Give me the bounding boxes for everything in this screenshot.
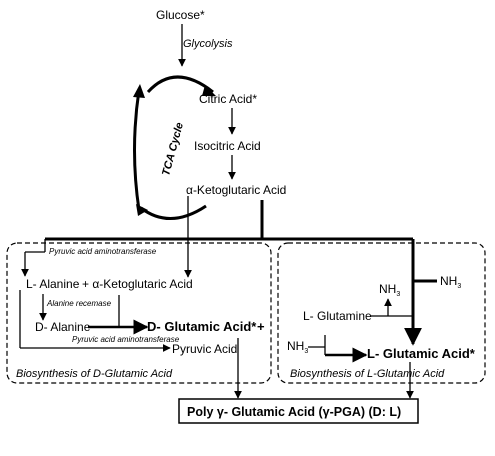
d-glutamic-box: [6, 242, 272, 384]
citric-acid-label: Citric Acid*: [199, 92, 257, 106]
nh3-right-label: NH3: [440, 274, 461, 290]
glucose-label: Glucose*: [156, 8, 205, 22]
d-glutamic-acid-label: D- Glutamic Acid*: [147, 319, 257, 334]
l-glutamine-label: L- Glutamine: [303, 309, 372, 323]
product-box: [178, 398, 419, 424]
glycolysis-label: Glycolysis: [183, 38, 233, 50]
akg-label: α-Ketoglutaric Acid: [186, 183, 286, 197]
l-glutamic-box: [277, 242, 486, 384]
plus-sign: +: [257, 319, 265, 334]
tca-left-arrowhead: [133, 84, 145, 98]
product-label: Poly γ- Glutamic Acid (γ-PGA) (D: L): [187, 405, 401, 419]
tca-bottom-arc: [140, 204, 207, 220]
l-alanine-label: L- Alanine: [26, 277, 80, 291]
pyruvic-acid-label: Pyruvic Acid: [172, 342, 237, 356]
tca-left-arc: [133, 89, 141, 211]
d-box-caption: Biosynthesis of D-Glutamic Acid: [16, 368, 173, 380]
tca-bottom-arrowhead: [136, 204, 148, 216]
tca-cycle-label: TCA Cycle: [160, 121, 186, 177]
pyruvic-aminotransferase-top-label: Pyruvic acid aminotransferase: [49, 247, 157, 256]
isocitric-acid-label: Isocitric Acid: [194, 139, 261, 153]
nh3-left-label: NH3: [287, 339, 308, 355]
d-alanine-label: D- Alanine: [35, 320, 91, 334]
pyruvic-aminotransferase-bottom-label: Pyruvic acid aminotransferase: [72, 335, 180, 344]
tca-top-arrowhead: [202, 85, 216, 96]
nh3-mid-label: NH3: [379, 282, 400, 298]
tca-top-arc: [146, 75, 214, 94]
l-glutamic-acid-label: L- Glutamic Acid*: [367, 346, 476, 361]
l-box-caption: Biosynthesis of L-Glutamic Acid: [290, 368, 445, 380]
alanine-racemase-label: Alanine recemase: [46, 299, 112, 308]
plus-akg-label: + α-Ketoglutaric Acid: [82, 277, 193, 291]
